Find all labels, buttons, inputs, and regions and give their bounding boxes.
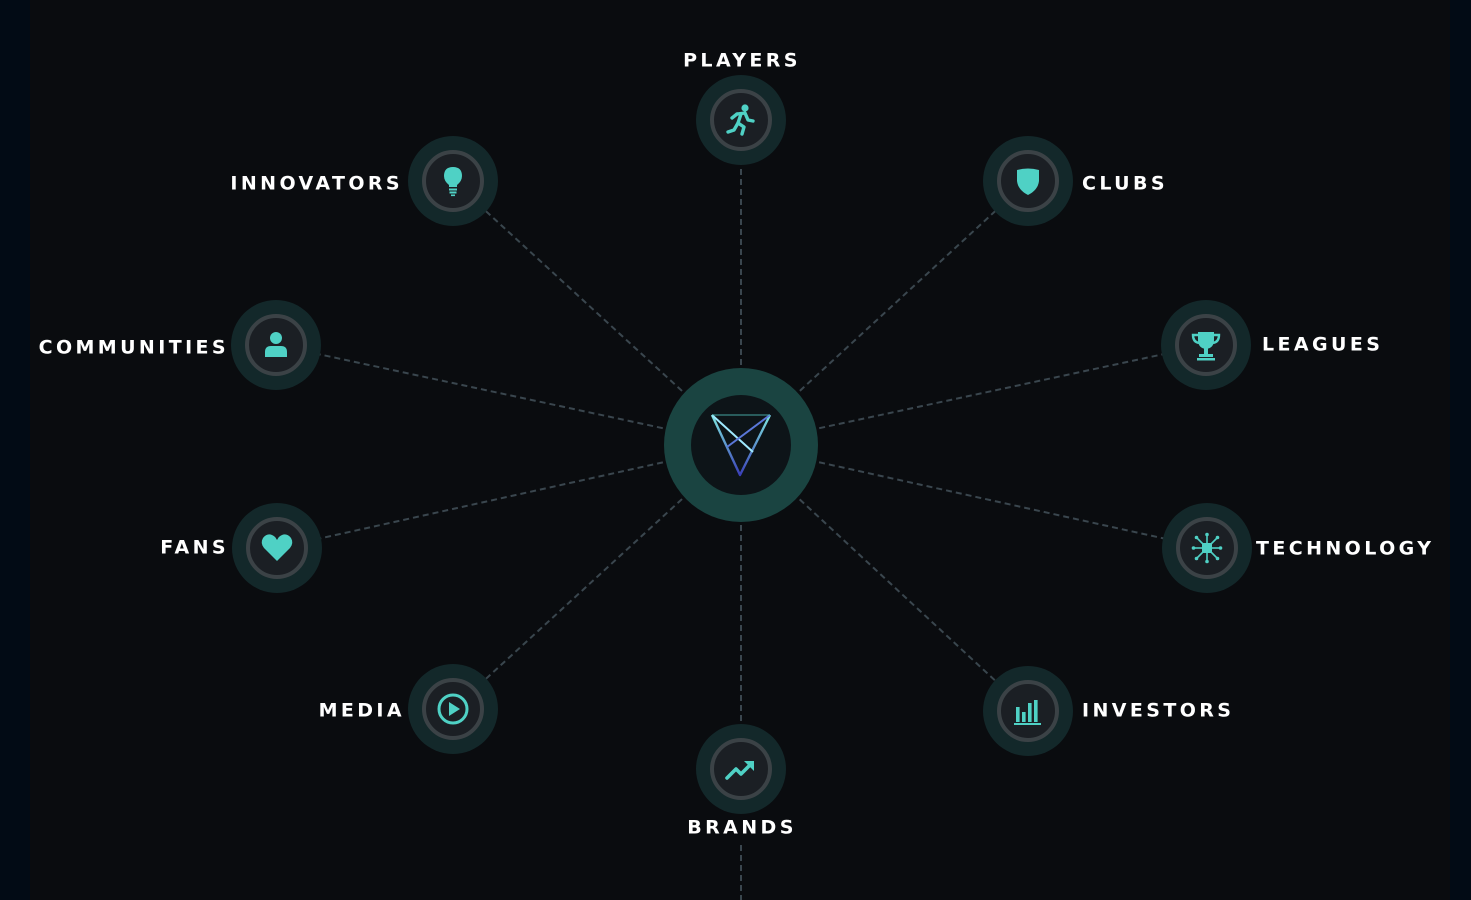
trophy-icon: [1191, 332, 1221, 361]
label-media: MEDIA: [318, 699, 405, 722]
node-technology[interactable]: [1162, 503, 1252, 593]
lightbulb-icon: [444, 167, 462, 197]
node-communities[interactable]: [231, 300, 321, 390]
label-clubs: CLUBS: [1082, 172, 1168, 195]
heart-icon: [261, 534, 293, 561]
shield-icon: [1017, 168, 1039, 195]
hub-node: [664, 368, 818, 522]
label-players: PLAYERS: [683, 49, 801, 72]
node-fans[interactable]: [232, 503, 322, 593]
label-innovators: INNOVATORS: [230, 172, 403, 195]
node-players[interactable]: [696, 75, 786, 165]
person-icon: [265, 332, 287, 357]
node-media[interactable]: [408, 664, 498, 754]
label-fans: FANS: [160, 536, 229, 559]
node-clubs[interactable]: [983, 136, 1073, 226]
hub-core: [691, 395, 791, 495]
label-leagues: LEAGUES: [1262, 333, 1384, 356]
node-brands[interactable]: [696, 724, 786, 814]
node-investors[interactable]: [983, 666, 1073, 756]
play-icon: [437, 693, 469, 725]
v-logo: [710, 414, 772, 477]
node-leagues[interactable]: [1161, 300, 1251, 390]
label-technology: TECHNOLOGY: [1256, 537, 1435, 560]
label-investors: INVESTORS: [1082, 699, 1235, 722]
chip-icon: [1191, 532, 1223, 564]
runner-icon: [726, 104, 755, 136]
label-communities: COMMUNITIES: [38, 336, 229, 359]
bar-chart-icon: [1014, 700, 1041, 725]
label-brands: BRANDS: [687, 816, 797, 839]
trend-up-icon: [725, 761, 754, 780]
node-innovators[interactable]: [408, 136, 498, 226]
